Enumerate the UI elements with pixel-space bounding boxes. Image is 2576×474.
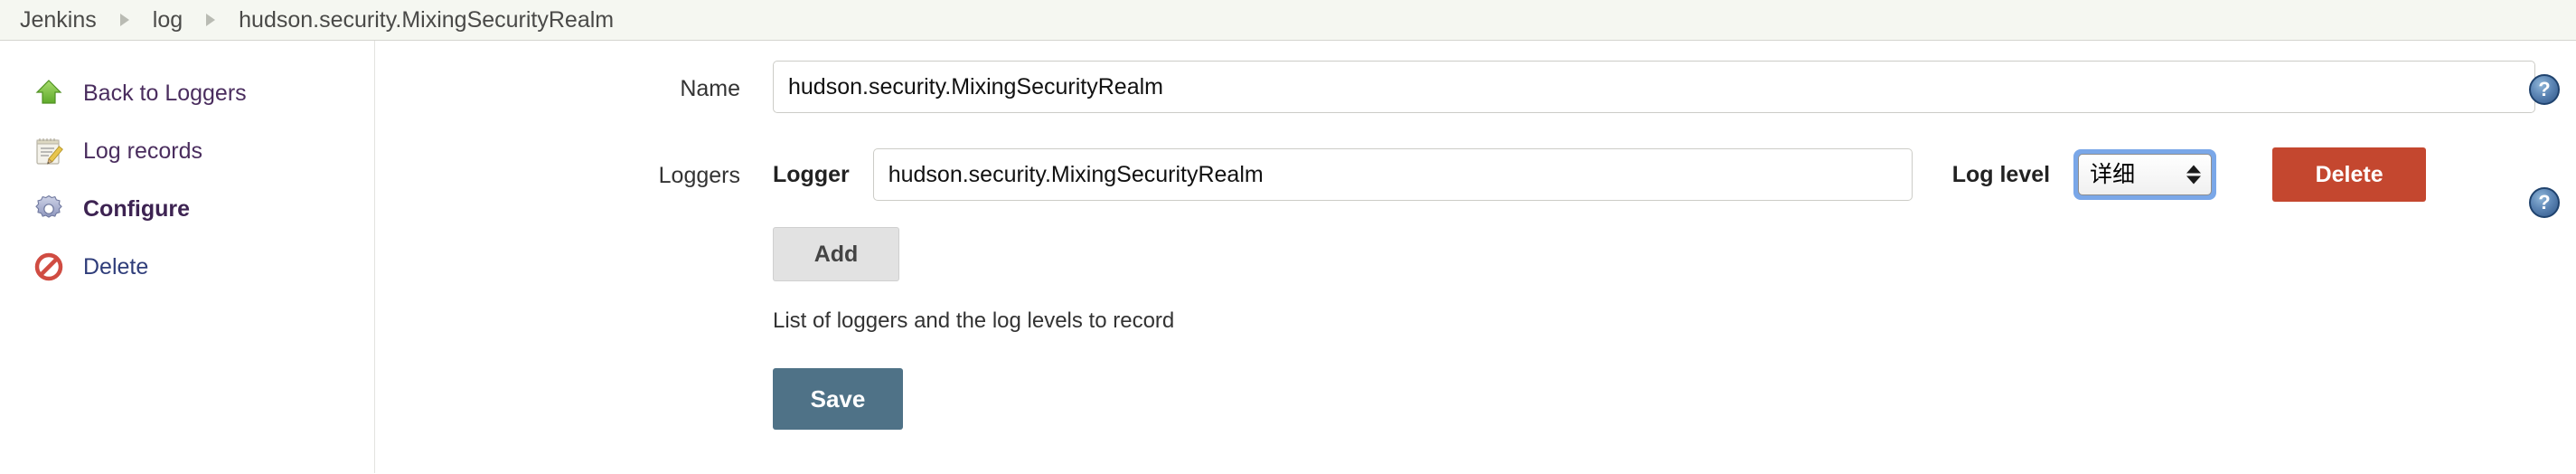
breadcrumb-item-log[interactable]: log — [152, 6, 183, 33]
loggers-inner: Logger Log level 详细 Delete — [773, 147, 2576, 430]
forbidden-icon — [33, 251, 65, 283]
breadcrumb-item-logger[interactable]: hudson.security.MixingSecurityRealm — [239, 6, 615, 33]
help-icon[interactable]: ? — [2529, 187, 2560, 218]
page-body: Back to Loggers — [0, 41, 2576, 473]
add-button[interactable]: Add — [773, 227, 899, 281]
sidebar-item-label: Back to Loggers — [83, 80, 247, 106]
loggers-row: Loggers Logger Log level 详细 — [375, 147, 2576, 430]
name-label: Name — [680, 76, 740, 101]
sidebar: Back to Loggers — [0, 41, 375, 473]
log-level-select-wrapper: 详细 — [2073, 149, 2217, 200]
sidebar-item-back-to-loggers[interactable]: Back to Loggers — [0, 64, 374, 122]
gear-icon — [33, 193, 65, 225]
sidebar-item-configure[interactable]: Configure — [0, 180, 374, 238]
delete-button[interactable]: Delete — [2272, 147, 2427, 202]
sidebar-item-delete[interactable]: Delete — [0, 238, 374, 296]
logger-sublabel: Logger — [773, 161, 850, 187]
help-icon[interactable]: ? — [2529, 74, 2560, 105]
main-form: Name ? Loggers Logger Log level 详细 — [375, 41, 2576, 430]
name-row: Name — [375, 61, 2576, 117]
breadcrumb: Jenkins log hudson.security.MixingSecuri… — [0, 0, 2576, 41]
log-level-select[interactable]: 详细 — [2078, 154, 2213, 195]
sidebar-item-log-records[interactable]: Log records — [0, 122, 374, 180]
loggers-hint-text: List of loggers and the log levels to re… — [773, 308, 1175, 333]
add-button-row: Add — [773, 202, 2576, 281]
name-input[interactable] — [773, 61, 2535, 113]
sidebar-item-label: Log records — [83, 137, 203, 164]
breadcrumb-separator-icon — [119, 14, 129, 26]
breadcrumb-item-jenkins[interactable]: Jenkins — [20, 6, 97, 33]
sidebar-item-label: Configure — [83, 195, 191, 222]
up-arrow-icon — [33, 77, 65, 109]
log-level-label: Log level — [1951, 161, 2051, 187]
notepad-icon — [33, 135, 65, 167]
loggers-label: Loggers — [658, 163, 740, 188]
logger-entry-row: Logger Log level 详细 Delete — [773, 147, 2576, 202]
sidebar-item-label: Delete — [83, 253, 149, 280]
save-button[interactable]: Save — [773, 368, 903, 430]
breadcrumb-separator-icon — [206, 14, 216, 26]
logger-input[interactable] — [872, 148, 1913, 201]
